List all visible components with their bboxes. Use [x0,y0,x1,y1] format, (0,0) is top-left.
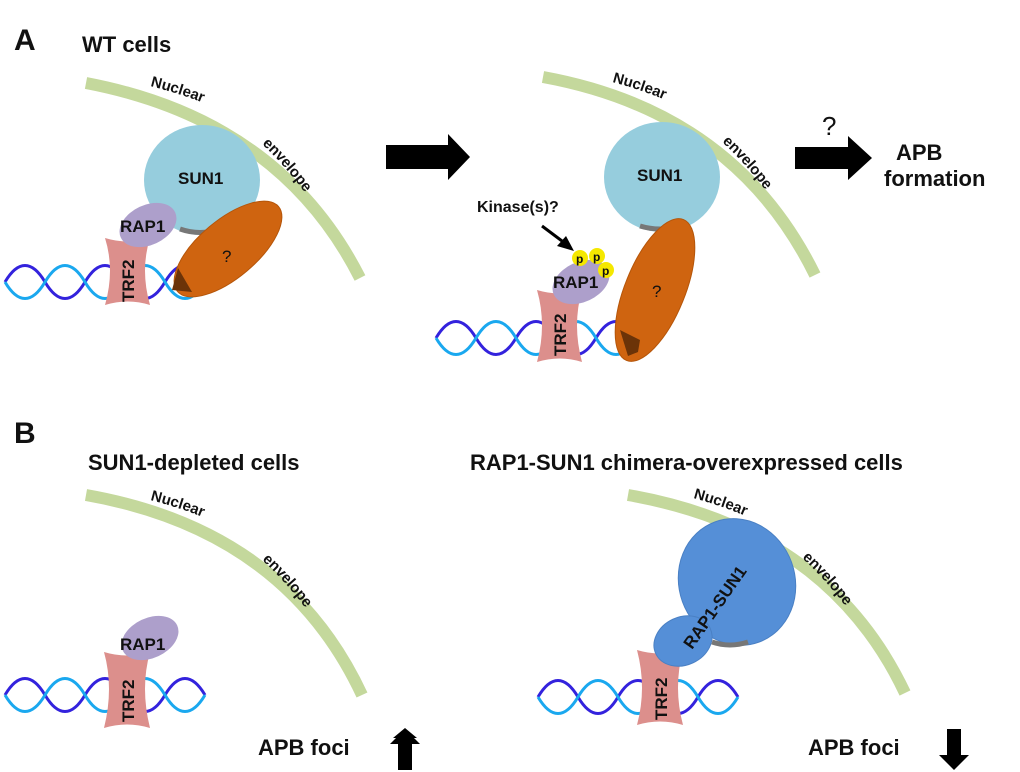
panel-b: B SUN1-depleted cells Nuclear envelope T… [3,417,969,770]
unknown-protein-label: ? [222,247,231,266]
scene-b-right-title: RAP1-SUN1 chimera-overexpressed cells [470,450,903,475]
rap1-protein [119,202,177,248]
svg-text:p: p [602,264,609,278]
phospho-groups: p p p [572,248,614,278]
unknown-protein-label: ? [652,282,661,301]
scene-b-left-title: SUN1-depleted cells [88,450,300,475]
panel-a-title: WT cells [82,32,171,57]
phospho-site [572,250,588,266]
arrow-up-icon [390,729,420,770]
panel-letter-a: A [14,24,36,57]
scene-b-left: SUN1-depleted cells Nuclear envelope TRF… [3,450,420,770]
sun1-protein [144,125,260,235]
scene-a-left: Nuclear envelope SUN1 ? TRF2 RAP1 [3,73,360,305]
rap1-protein [121,615,179,661]
dna-helix [3,677,207,713]
rap1-protein [552,259,610,305]
result-label: APB foci [808,735,900,760]
kinase-label: Kinase(s)? [477,199,559,216]
unknown-protein [614,218,696,362]
trf2-label: TRF2 [119,260,138,303]
dna-helix [536,679,740,715]
sun1-label: SUN1 [637,166,682,185]
chimera-protein [653,518,797,667]
unknown-protein-site [620,330,640,356]
unknown-protein [173,200,283,298]
scene-b-right: RAP1-SUN1 chimera-overexpressed cells Nu… [470,450,969,770]
outcome-line2: formation [884,166,985,191]
trf2-protein [104,652,150,728]
panel-a: A WT cells Nuclear envelope SUN1 ? TRF2 … [3,24,985,362]
scene-a-right: Nuclear envelope SUN1 ? TRF2 RAP1 p p [434,69,815,362]
svg-text:p: p [593,250,600,264]
outcome-question: ? [822,111,836,141]
sun1-label: SUN1 [178,169,223,188]
trf2-protein [105,238,150,305]
transition-arrow-icon [386,134,470,180]
outcome-line1: APB [896,140,942,165]
phospho-site [598,262,614,278]
sun1-binding-site [711,639,749,648]
dna-helix [3,264,207,300]
svg-text:p: p [576,252,583,266]
arrow-down-icon [939,729,969,770]
outcome-arrow-icon [795,136,872,180]
panel-letter-b: B [14,417,36,450]
trf2-label: TRF2 [119,680,138,723]
rap1-label: RAP1 [553,273,598,292]
membrane-label-envelope: envelope [259,550,316,610]
trf2-protein [537,290,582,362]
trf2-label: TRF2 [551,314,570,357]
phospho-site [589,248,605,264]
trf2-protein [637,650,683,725]
dna-helix [434,320,638,356]
unknown-protein-site [172,268,192,292]
rap1-label: RAP1 [120,635,165,654]
sun1-protein [604,122,720,232]
trf2-label: TRF2 [652,678,671,721]
result-label: APB foci [258,735,350,760]
rap1-label: RAP1 [120,217,165,236]
membrane-label-envelope: envelope [799,548,856,608]
